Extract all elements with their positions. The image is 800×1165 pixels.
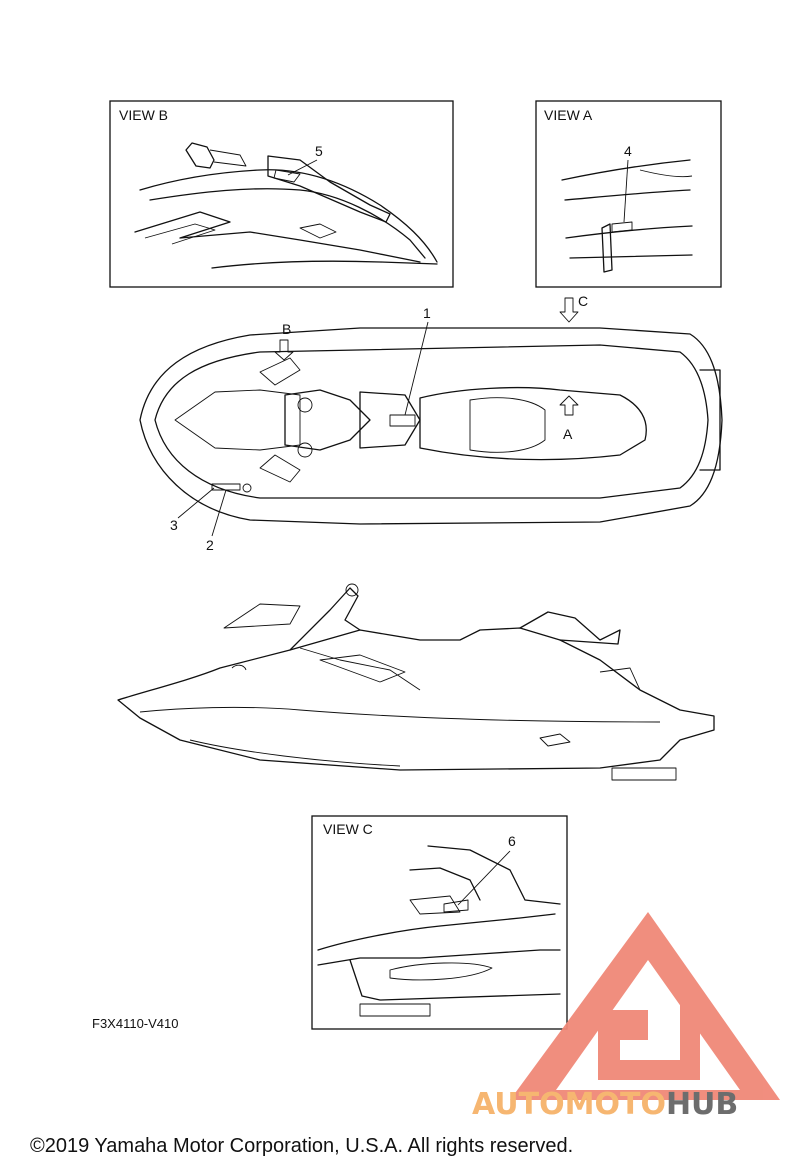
view-a-title: VIEW A <box>544 107 593 123</box>
callout-5: 5 <box>315 143 323 159</box>
callout-2: 2 <box>206 537 214 553</box>
view-b-drawing <box>134 142 438 269</box>
callout-3: 3 <box>170 517 178 533</box>
callout-1: 1 <box>423 305 431 321</box>
view-c-drawing <box>317 845 561 1017</box>
view-a-panel: VIEW A 4 <box>535 100 722 288</box>
callout-4: 4 <box>624 143 632 159</box>
automotohub-logo: AUTOMOTOHUB <box>472 912 780 1122</box>
callout-6: 6 <box>508 833 516 849</box>
view-c-title: VIEW C <box>323 821 373 837</box>
view-c-panel: VIEW C 6 <box>311 815 568 1030</box>
view-a-drawing <box>561 159 693 273</box>
watermark-hub: HUB <box>666 1087 738 1122</box>
top-view-drawing <box>139 297 723 525</box>
side-view-drawing <box>117 583 715 781</box>
copyright-notice: ©2019 Yamaha Motor Corporation, U.S.A. A… <box>30 1135 573 1157</box>
view-arrow-a-label: A <box>563 426 573 442</box>
view-b-title: VIEW B <box>119 107 168 123</box>
view-arrow-b-label: B <box>282 321 291 337</box>
view-b-panel: VIEW B 5 <box>109 100 454 288</box>
svg-text:AUTOMOTOHUB: AUTOMOTOHUB <box>472 1087 738 1122</box>
view-arrow-c-label: C <box>578 293 588 309</box>
figure-code: F3X4110-V410 <box>92 1016 179 1031</box>
watermark-automoto: AUTOMOTO <box>472 1087 666 1122</box>
